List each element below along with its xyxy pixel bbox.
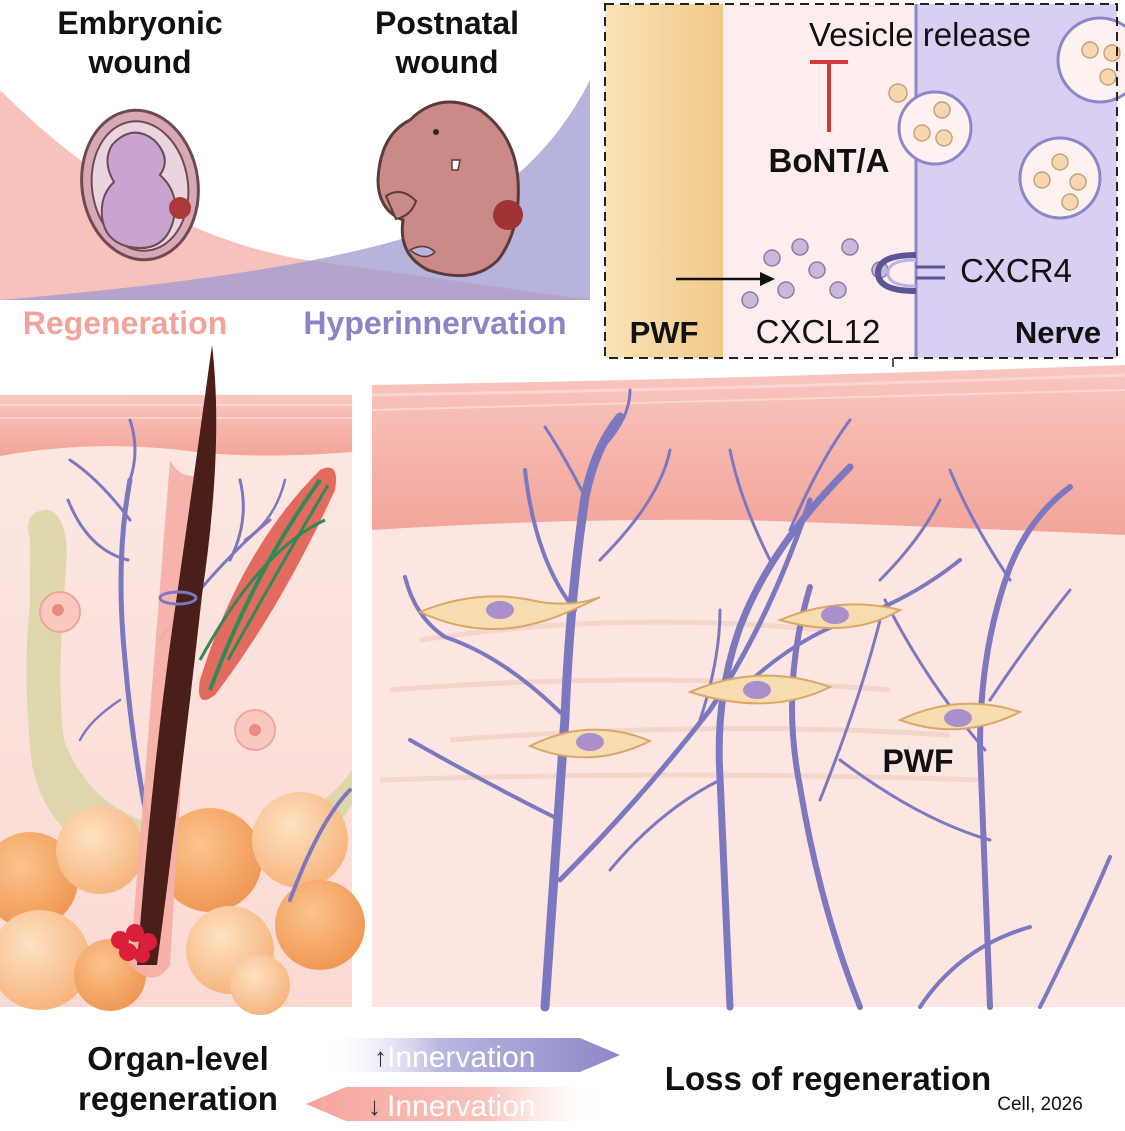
postnatal-wound-label-line2: wound (394, 44, 498, 80)
fibroblasts (417, 595, 1023, 759)
hyperinnervated-skin-panel: PWF (371, 365, 1125, 1012)
innervation-up-label: Innervation (387, 1041, 535, 1074)
bont-label: BoNT/A (769, 142, 890, 179)
adipocytes (0, 792, 365, 1015)
innervation-up-arrow: ↑ Innervation (320, 1038, 620, 1074)
nerve-trees (403, 388, 1112, 1012)
wound-comparison-panel: Embryonic wound Postnatal wound Regenera… (0, 5, 590, 341)
regeneration-label: Regeneration (23, 305, 227, 341)
up-arrow-icon: ↑ (374, 1042, 387, 1072)
cxcr4-label: CXCR4 (960, 252, 1072, 289)
arrector-muscle (198, 467, 336, 700)
vesicle-release-label: Vesicle release (809, 16, 1031, 53)
embryonic-wound-label-line2: wound (87, 44, 191, 80)
organ-level-label-line2: regeneration (78, 1080, 278, 1117)
cxcr4-receptor-icon (874, 252, 945, 294)
hyperinnervation-label: Hyperinnervation (303, 305, 566, 341)
postnatal-pup-illustration (376, 100, 523, 278)
citation-label: Cell, 2026 (997, 1094, 1083, 1115)
inhibition-icon (810, 60, 848, 132)
collagen-fibers (379, 619, 981, 783)
inset-border (604, 3, 1118, 359)
synaptic-vesicles (888, 16, 1125, 220)
down-arrow-icon: ↓ (368, 1091, 381, 1121)
molecular-inset: Vesicle release BoNT/A CXCR4 CXCL12 PWF … (604, 3, 1125, 359)
embryo-illustration (80, 108, 200, 262)
nerve-label: Nerve (1015, 315, 1101, 350)
embryonic-wound-label-line1: Embryonic (57, 5, 222, 41)
cxcl12-label: CXCL12 (756, 313, 881, 350)
innervation-down-label: Innervation (387, 1090, 535, 1123)
immune-cells (39, 591, 276, 751)
innervation-down-arrow: ↓ Innervation (306, 1087, 610, 1123)
loss-of-regeneration-label: Loss of regeneration (665, 1060, 991, 1097)
postnatal-wound-label-line1: Postnatal (375, 5, 519, 41)
summary-row: Organ-level regeneration ↑ Innervation ↓… (78, 1038, 1083, 1123)
secretion-arrow-icon (676, 272, 775, 286)
hair-follicle (111, 345, 217, 978)
inset-pwf-label: PWF (630, 315, 699, 350)
cxcl12-molecules (741, 238, 889, 309)
pwf-band (605, 4, 723, 358)
panel-pwf-label: PWF (882, 743, 953, 779)
dermal-papilla (111, 924, 157, 963)
organ-level-label-line1: Organ-level (87, 1040, 269, 1077)
regenerating-skin-panel (0, 345, 365, 1015)
